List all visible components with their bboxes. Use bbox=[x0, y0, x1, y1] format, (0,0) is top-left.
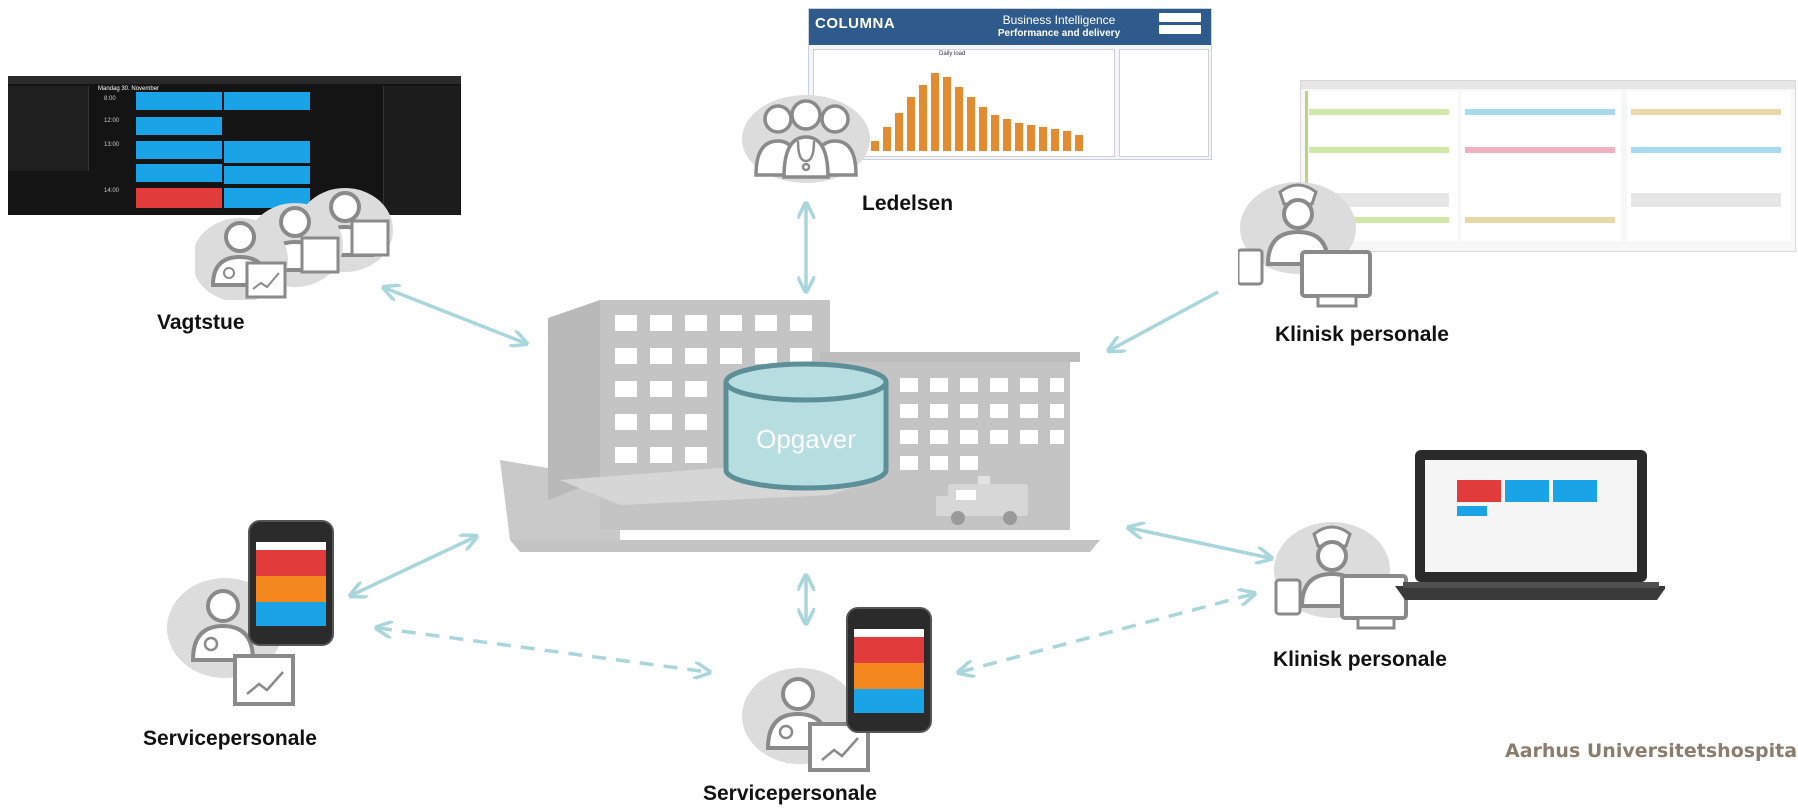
clinical-person-top bbox=[1238, 182, 1372, 308]
stethoscope-icon bbox=[796, 140, 816, 172]
person-icon bbox=[297, 188, 393, 272]
phone-icon bbox=[248, 520, 334, 646]
center-label: Opgaver bbox=[756, 424, 856, 454]
bi-subtitle: Performance and delivery bbox=[997, 28, 1121, 39]
tablet-icon bbox=[1238, 248, 1264, 286]
bi-title: Business Intelligence bbox=[1002, 13, 1116, 27]
time-1: 12:00 bbox=[104, 118, 120, 124]
arrow-service-left bbox=[352, 537, 475, 595]
bi-bar-chart bbox=[859, 73, 1083, 151]
arrow-klinisk-bottom bbox=[1130, 528, 1270, 558]
task-card-urgent[interactable] bbox=[136, 188, 222, 208]
arrow-vagtstue bbox=[385, 288, 525, 343]
bi-logo: COLUMNA bbox=[815, 15, 896, 32]
role-label-service-bottom: Servicepersonale bbox=[703, 782, 877, 805]
laptop-icon bbox=[1395, 450, 1665, 600]
nurse-cap-icon bbox=[1312, 525, 1352, 548]
bi-header-button[interactable] bbox=[1159, 13, 1201, 22]
service-person-bottom bbox=[742, 668, 870, 772]
whiteboard-screen bbox=[1300, 80, 1796, 252]
chart-icon bbox=[233, 654, 295, 706]
time-2: 13:00 bbox=[104, 142, 120, 148]
organization-label: Aarhus Universitetshospital bbox=[1505, 740, 1798, 762]
task-card[interactable] bbox=[136, 92, 222, 110]
task-card[interactable] bbox=[224, 166, 310, 184]
bi-header-button[interactable] bbox=[1159, 25, 1201, 34]
tablet-icon bbox=[1274, 578, 1302, 616]
hospital-building-icon bbox=[500, 300, 1100, 552]
task-card[interactable] bbox=[136, 164, 222, 182]
vagtstue-person-group bbox=[195, 188, 393, 300]
task-card[interactable] bbox=[136, 117, 222, 135]
monitor-icon bbox=[1300, 250, 1372, 298]
dispatch-screen: Mandag 30. November 8:00 12:00 13:00 14:… bbox=[8, 76, 461, 215]
phone-icon bbox=[846, 607, 932, 733]
nurse-cap-icon bbox=[1278, 183, 1318, 206]
dispatch-header: Mandag 30. November bbox=[98, 86, 160, 92]
role-label-service-left: Servicepersonale bbox=[143, 727, 317, 750]
task-card[interactable] bbox=[224, 141, 310, 163]
time-3: 14:00 bbox=[104, 188, 120, 194]
task-card[interactable] bbox=[224, 188, 310, 208]
clinical-person-bottom bbox=[1274, 522, 1408, 630]
arrow-klinisk-top bbox=[1110, 290, 1219, 350]
service-person-left bbox=[167, 578, 295, 706]
time-0: 8:00 bbox=[104, 96, 116, 102]
bi-chart-title: Daily load bbox=[939, 51, 966, 57]
role-label-klinisk-bottom: Klinisk personale bbox=[1273, 648, 1447, 671]
dashed-arrow-left bbox=[378, 628, 708, 672]
task-card[interactable] bbox=[224, 92, 310, 110]
dashed-arrow-right bbox=[960, 594, 1253, 672]
person-icon bbox=[195, 218, 288, 300]
role-label-ledelsen: Ledelsen bbox=[862, 192, 954, 215]
management-person-group bbox=[742, 95, 870, 183]
database-icon bbox=[723, 361, 889, 491]
ambulance-icon bbox=[936, 476, 1028, 525]
role-label-vagtstue: Vagtstue bbox=[157, 311, 245, 334]
role-label-klinisk-top: Klinisk personale bbox=[1275, 323, 1449, 346]
task-card[interactable] bbox=[136, 141, 222, 159]
